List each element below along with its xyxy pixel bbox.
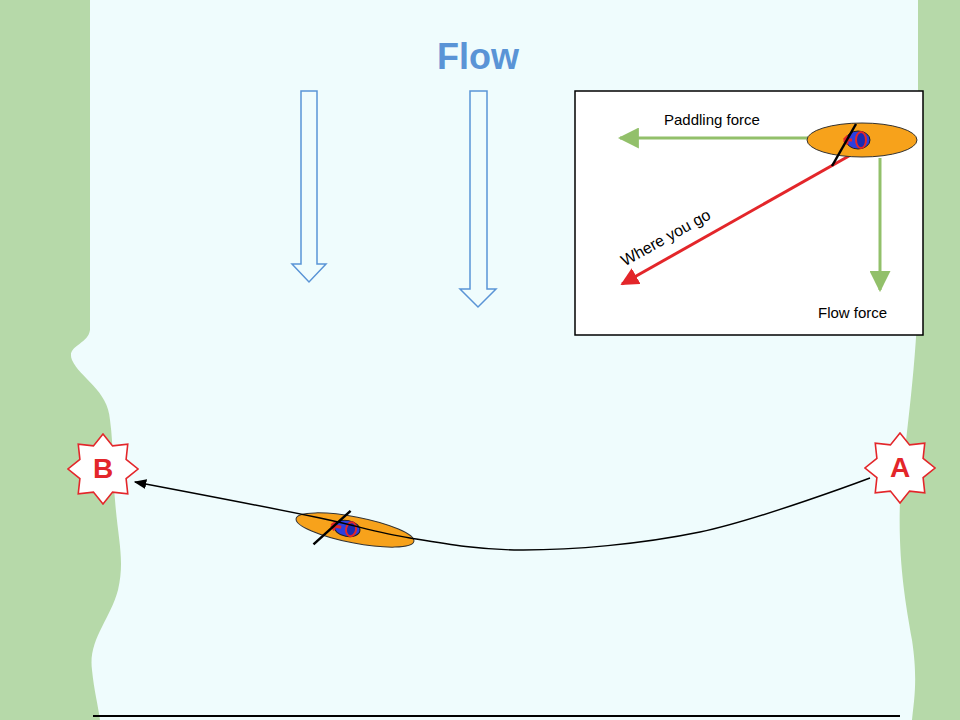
point-badge: B bbox=[67, 433, 139, 505]
star-shape bbox=[68, 434, 138, 504]
kayak bbox=[292, 501, 417, 563]
inset-kayak bbox=[807, 123, 917, 166]
point-letter: A bbox=[890, 452, 910, 484]
force-label: Paddling force bbox=[664, 111, 760, 128]
left-bank bbox=[0, 0, 121, 720]
bottom-line bbox=[93, 715, 900, 717]
route-path bbox=[135, 478, 870, 550]
flow-arrow bbox=[460, 91, 496, 307]
force-label: Flow force bbox=[818, 304, 887, 321]
flow-force-arrow bbox=[879, 158, 882, 290]
point-letter: B bbox=[93, 453, 113, 485]
resultant-arrow bbox=[622, 152, 856, 284]
badge-text-holder: B bbox=[67, 433, 139, 505]
flow-arrow bbox=[292, 91, 326, 282]
point-badge: A bbox=[864, 432, 936, 504]
star-shape bbox=[865, 433, 935, 503]
badge-text-holder: A bbox=[864, 432, 936, 504]
paddling-force-arrow bbox=[620, 137, 808, 140]
flow-title: Flow bbox=[0, 36, 956, 78]
inset-frame bbox=[575, 91, 923, 335]
